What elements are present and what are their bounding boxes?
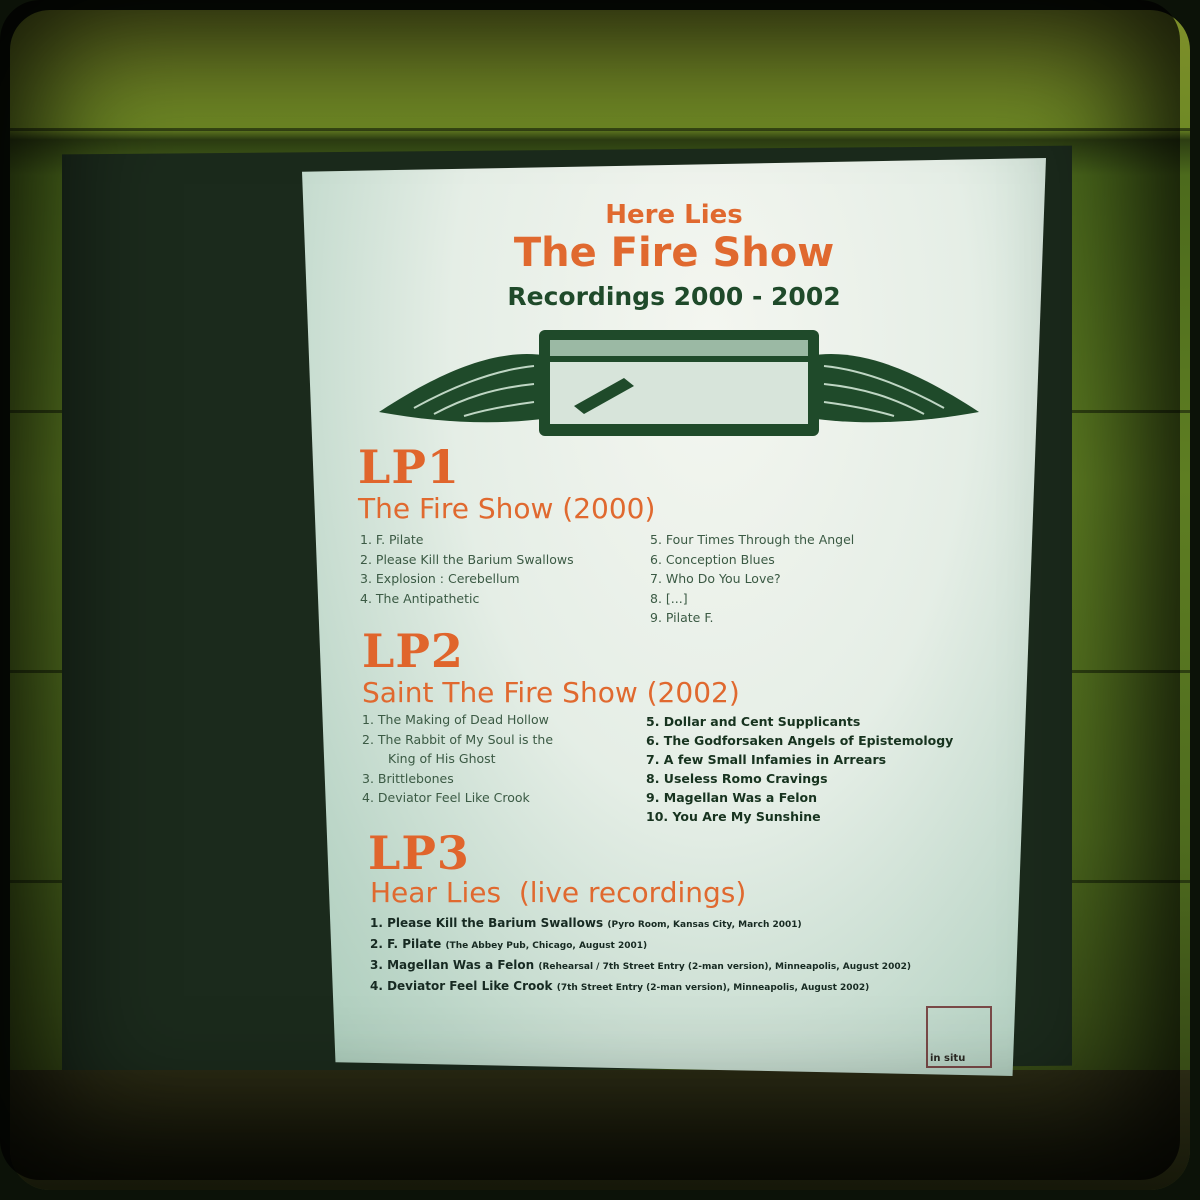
track: 7. A few Small Infamies in Arrears xyxy=(646,752,887,767)
lp2-label: LP2 xyxy=(362,624,464,678)
track-note: (Pyro Room, Kansas City, March 2001) xyxy=(607,920,802,930)
lp1-label: LP1 xyxy=(358,440,460,494)
track: 9. Magellan Was a Felon xyxy=(646,790,817,805)
track-name: 2. F. Pilate xyxy=(370,937,442,951)
track-note: (7th Street Entry (2-man version), Minne… xyxy=(556,983,870,993)
track: 4. The Antipathetic xyxy=(360,590,480,606)
wall-plank xyxy=(10,128,1190,131)
header-title: The Fire Show xyxy=(513,230,835,276)
track: 3. Explosion : Cerebellum xyxy=(360,571,520,586)
lp2-title: Saint The Fire Show (2002) xyxy=(362,676,740,709)
track: 5. Four Times Through the Angel xyxy=(650,532,855,547)
track: 2. Please Kill the Barium Swallows xyxy=(360,551,574,567)
lp3-tracks: 1. Please Kill the Barium Swallows (Pyro… xyxy=(370,914,911,998)
header-subtitle: Recordings 2000 - 2002 xyxy=(507,282,841,311)
track: 4. Deviator Feel Like Crook (7th Street … xyxy=(370,977,911,998)
label-logo: in situ xyxy=(926,1006,992,1068)
lp3-title: Hear Lies (live recordings) xyxy=(370,876,747,909)
track: 3. Magellan Was a Felon (Rehearsal / 7th… xyxy=(370,956,911,977)
track: 9. Pilate F. xyxy=(650,610,714,625)
lp1-title: The Fire Show (2000) xyxy=(358,492,656,525)
track: 10. You Are My Sunshine xyxy=(646,809,821,824)
track: 3. Brittlebones xyxy=(362,770,454,786)
track-name: 1. Please Kill the Barium Swallows xyxy=(370,916,604,930)
track: 6. The Godforsaken Angels of Epistemolog… xyxy=(646,733,954,748)
track-note: (The Abbey Pub, Chicago, August 2001) xyxy=(445,941,648,951)
logo-text: in situ xyxy=(930,1053,966,1064)
track: 2. The Rabbit of My Soul is the xyxy=(362,731,554,747)
lp3-label: LP3 xyxy=(368,826,470,880)
header-line1: Here Lies xyxy=(605,200,743,230)
track: 8. [...] xyxy=(650,590,688,606)
lp2-tracks-left: 1. The Making of Dead Hollow 2. The Rabb… xyxy=(362,710,553,808)
track-note: (Rehearsal / 7th Street Entry (2-man ver… xyxy=(538,962,911,972)
track: 7. Who Do You Love? xyxy=(650,571,781,586)
winged-amplifier-icon xyxy=(379,330,979,436)
track: 1. Please Kill the Barium Swallows (Pyro… xyxy=(370,914,911,935)
track: 8. Useless Romo Cravings xyxy=(646,771,828,786)
track-name: 4. Deviator Feel Like Crook xyxy=(370,979,553,993)
track: King of His Ghost xyxy=(388,751,496,766)
lp1-tracks-right: 5. Four Times Through the Angel 6. Conce… xyxy=(650,530,854,628)
track: 6. Conception Blues xyxy=(650,551,775,567)
poster: Here Lies The Fire Show Recordings 2000 … xyxy=(302,158,1046,1076)
track: 2. F. Pilate (The Abbey Pub, Chicago, Au… xyxy=(370,935,911,956)
track: 1. The Making of Dead Hollow xyxy=(362,712,549,727)
lp1-tracks-left: 1. F. Pilate 2. Please Kill the Barium S… xyxy=(360,530,574,608)
track-name: 3. Magellan Was a Felon xyxy=(370,958,535,972)
track: 5. Dollar and Cent Supplicants xyxy=(646,714,861,729)
track: 1. F. Pilate xyxy=(360,532,424,547)
bench xyxy=(10,1070,1190,1190)
lp2-tracks-right: 5. Dollar and Cent Supplicants 6. The Go… xyxy=(646,712,953,826)
track: 4. Deviator Feel Like Crook xyxy=(362,790,530,805)
